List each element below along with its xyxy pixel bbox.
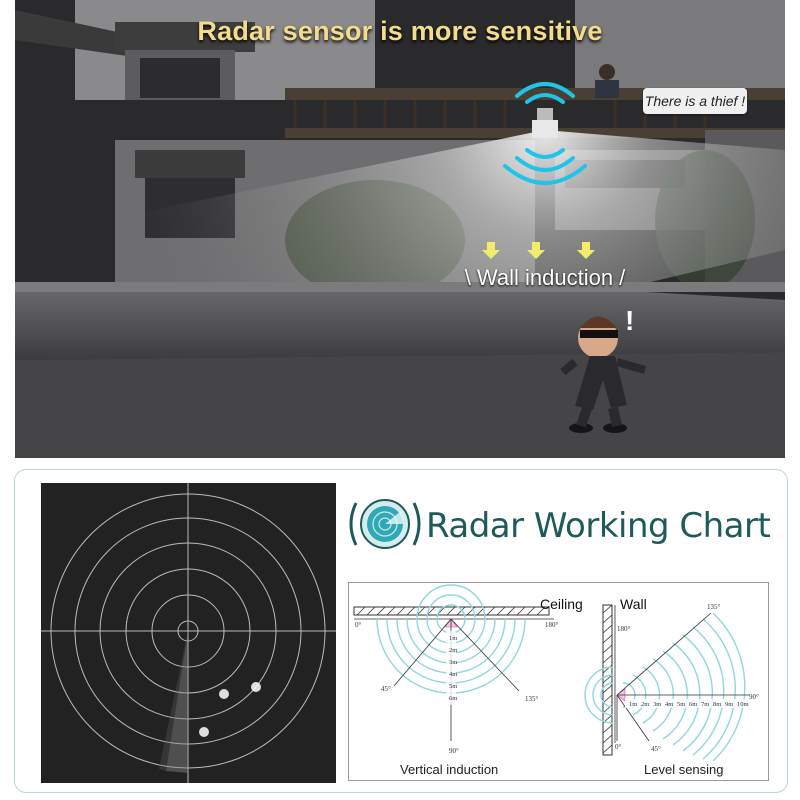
thief-figure: !: [560, 305, 647, 433]
vertical-angle-135: 135°: [525, 695, 539, 703]
vertical-distance-1: 1m: [449, 635, 457, 642]
wall-induction-label: \ Wall induction /: [464, 265, 626, 290]
scene-headline: Radar sensor is more sensitive: [197, 16, 603, 46]
level-angle-90: 90°: [749, 693, 759, 701]
vertical-distance-4: 4m: [449, 671, 457, 678]
level-angle-0: 0°: [615, 743, 622, 751]
level-distance-5: 5m: [677, 701, 685, 708]
chart-title: Radar Working Chart: [426, 506, 771, 546]
level-angle-135: 135°: [707, 603, 721, 611]
homeowner-figure: [595, 64, 619, 98]
ceiling-label: Ceiling: [540, 596, 583, 612]
vertical-angle-0: 0°: [355, 621, 362, 629]
vertical-angle-90: 90°: [449, 747, 459, 755]
level-angle-45: 45°: [651, 745, 661, 753]
radar-wave-graphic: [503, 82, 587, 185]
vertical-induction-caption: Vertical induction: [400, 762, 499, 777]
level-distance-1: 1m: [629, 701, 637, 708]
coverage-diagram: 1m 2m 3m 4m 5m 6m 0° 180° 45° 135° 90°: [348, 582, 769, 781]
vertical-angle-45: 45°: [381, 685, 391, 693]
house-scene-graphic: !: [15, 0, 785, 458]
level-distance-3: 3m: [653, 701, 661, 708]
level-distance-8: 8m: [713, 701, 721, 708]
vertical-distance-3: 3m: [449, 659, 457, 666]
vertical-distance-6: 6m: [449, 695, 457, 702]
level-distance-4: 4m: [665, 701, 673, 708]
vertical-induction-diagram: 1m 2m 3m 4m 5m 6m 0° 180° 45° 135° 90°: [353, 584, 559, 755]
radar-logo-icon: [349, 499, 421, 549]
level-distance-9: 9m: [725, 701, 733, 708]
radar-scope-graphic: [41, 483, 336, 783]
level-distance-10: 10m: [737, 701, 749, 708]
level-sensing-caption: Level sensing: [644, 762, 724, 777]
down-arrows-graphic: [482, 242, 595, 259]
vertical-distance-5: 5m: [449, 683, 457, 690]
level-sensing-diagram: 1m 2m 3m 4m 5m 6m 7m 8m 9m 10m 135° 180°…: [584, 603, 759, 762]
wall-label: Wall: [620, 596, 647, 612]
level-angle-180: 180°: [617, 625, 631, 633]
level-distance-6: 6m: [689, 701, 697, 708]
speech-bubble: There is a thief !: [643, 88, 747, 114]
vertical-angle-180: 180°: [545, 621, 559, 629]
level-distance-2: 2m: [641, 701, 649, 708]
svg-text:!: !: [625, 305, 634, 336]
level-distance-7: 7m: [701, 701, 709, 708]
vertical-distance-2: 2m: [449, 647, 457, 654]
night-scene-illustration: ! Radar sensor is more sensitive There i…: [15, 0, 785, 458]
